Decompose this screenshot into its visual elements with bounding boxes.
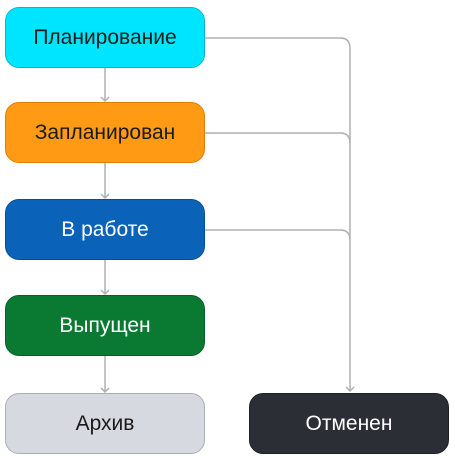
node-archive: Архив: [5, 393, 205, 454]
node-in-work: В работе: [5, 199, 205, 260]
node-scheduled-label: Запланирован: [34, 120, 176, 144]
connector-in-work-to-cancelled: [205, 229, 351, 241]
node-cancelled: Отменен: [249, 393, 449, 454]
node-planning-label: Планирование: [33, 25, 177, 49]
node-scheduled: Запланирован: [5, 102, 205, 163]
connector-scheduled-to-cancelled: [205, 132, 351, 144]
node-released-label: Выпущен: [59, 313, 151, 337]
node-planning: Планирование: [5, 7, 205, 68]
node-cancelled-label: Отменен: [305, 411, 393, 435]
node-released: Выпущен: [5, 295, 205, 356]
connector-planning-to-cancelled: [205, 37, 355, 393]
node-archive-label: Архив: [75, 411, 135, 435]
node-in-work-label: В работе: [61, 217, 149, 241]
